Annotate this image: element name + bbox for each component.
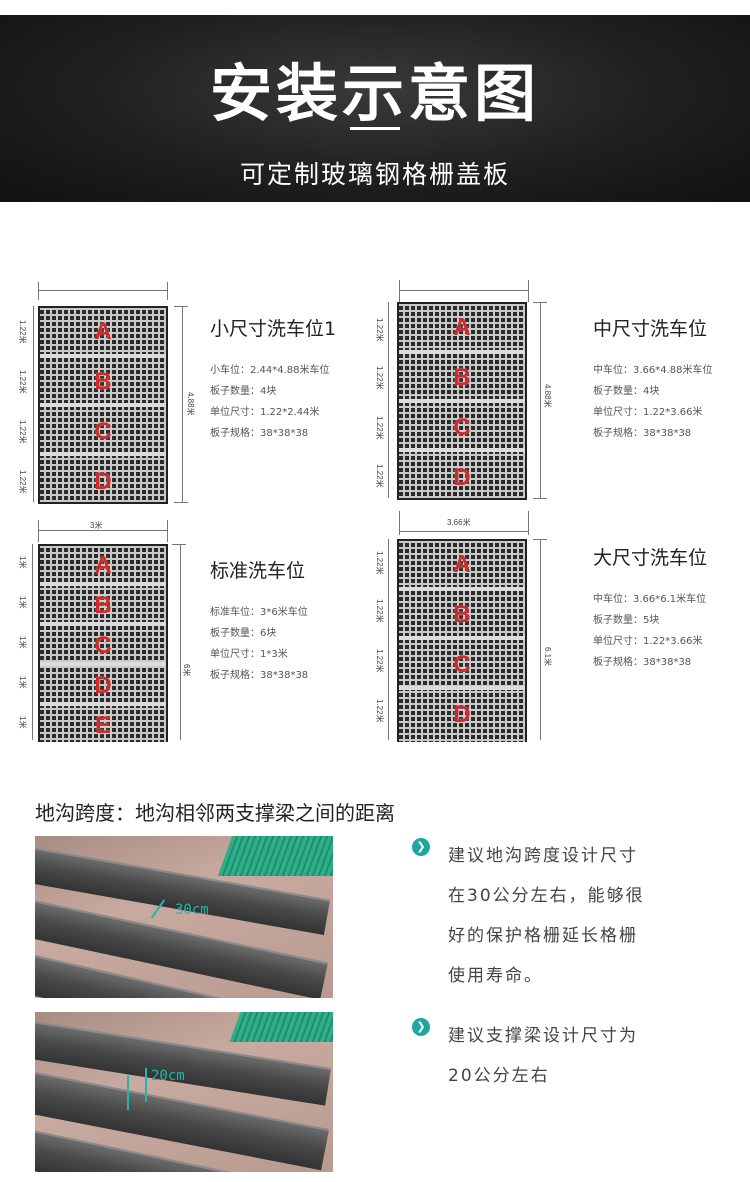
total-length-label: 4.88米 xyxy=(186,392,195,416)
beam-label: 20cm xyxy=(151,1068,185,1084)
total-length-label: 4.88米 xyxy=(543,384,552,408)
tip-line: 使用寿命。 xyxy=(448,966,543,986)
diagram-medium: 4.88米 1.22米 1.22米 1.22米 1.22米 A B C D 中尺… xyxy=(375,270,750,510)
diagram-small: 4.88米 1.22米 1.22米 1.22米 1.22米 A B C D 小尺… xyxy=(0,270,375,510)
title-divider xyxy=(350,127,400,130)
side-label: 1.22米 xyxy=(375,599,384,623)
side-label: 1.22米 xyxy=(18,370,27,394)
spec-line: 板子数量：6块 xyxy=(210,628,277,639)
tip-line: 在30公分左右，能够很 xyxy=(448,886,645,906)
side-label: 1.22米 xyxy=(375,464,384,488)
trench-photo-30cm: 30cm xyxy=(35,836,333,998)
panel-letter: D xyxy=(94,468,112,495)
spec-line: 板子规格：38*38*38 xyxy=(593,428,692,439)
header-banner: 安装示意图 可定制玻璃钢格栅盖板 xyxy=(0,15,750,202)
panel-letter: A xyxy=(453,314,471,341)
page-subtitle: 可定制玻璃钢格栅盖板 xyxy=(239,160,510,189)
side-label: 1米 xyxy=(18,596,27,609)
top-width-label: 3.66米 xyxy=(447,518,471,527)
diagram-heading: 中尺寸洗车位 xyxy=(593,318,708,340)
side-label: 1米 xyxy=(18,556,27,569)
side-label: 1.22米 xyxy=(375,416,384,440)
tip-line: 20公分左右 xyxy=(448,1066,550,1086)
grate-diagram: A B C D xyxy=(397,302,527,500)
panel-letter: B xyxy=(453,601,471,628)
spec-line: 小车位：2.44*4.88米车位 xyxy=(210,365,330,376)
panel-letter: D xyxy=(453,464,471,491)
top-width-label: 3米 xyxy=(90,521,103,530)
section-title: 地沟跨度：地沟相邻两支撑梁之间的距离 xyxy=(35,801,395,825)
side-label: 1米 xyxy=(18,676,27,689)
panel-letter: C xyxy=(94,632,112,659)
panel-letter: B xyxy=(94,592,112,619)
spec-line: 单位尺寸：1*3米 xyxy=(210,649,288,660)
spec-line: 单位尺寸：1.22*3.66米 xyxy=(593,636,703,647)
panel-letter: A xyxy=(94,552,112,579)
spec-line: 板子数量：5块 xyxy=(593,615,660,626)
spec-line: 板子数量：4块 xyxy=(593,386,660,397)
spec-line: 板子规格：38*38*38 xyxy=(593,657,692,668)
side-label: 1.22米 xyxy=(375,318,384,342)
chevron-right-icon: ❯ xyxy=(412,1018,430,1036)
grate-diagram: A B C D xyxy=(38,306,168,504)
diagram-info: 标准洗车位 标准车位：3*6米车位 板子数量：6块 单位尺寸：1*3米 板子规格… xyxy=(210,556,308,681)
total-length-label: 6.1米 xyxy=(543,647,552,667)
spec-line: 中车位：3.66*4.88米车位 xyxy=(593,365,713,376)
grate-diagram: A B C D xyxy=(397,539,527,742)
side-label: 1米 xyxy=(18,636,27,649)
tip-line: 好的保护格栅延长格栅 xyxy=(448,926,638,946)
side-label: 1.22米 xyxy=(18,470,27,494)
tip-beam: ❯ 建议支撑梁设计尺寸为 20公分左右 xyxy=(412,1016,742,1106)
tip-line: 建议地沟跨度设计尺寸 xyxy=(448,846,638,866)
tip-line: 建议支撑梁设计尺寸为 xyxy=(448,1026,638,1046)
spec-line: 单位尺寸：1.22*2.44米 xyxy=(210,407,320,418)
panel-letter: A xyxy=(94,318,112,345)
diagram-standard: 3米 6米 1米 1米 1米 1米 1米 A B C D E 标准洗车位 标准车… xyxy=(0,512,375,742)
side-label: 1.22米 xyxy=(375,699,384,723)
side-label: 1.22米 xyxy=(375,366,384,390)
spec-line: 板子规格：38*38*38 xyxy=(210,428,309,439)
panel-letter: C xyxy=(453,414,471,441)
tip-span: ❯ 建议地沟跨度设计尺寸 在30公分左右，能够很 好的保护格栅延长格栅 使用寿命… xyxy=(412,836,742,1006)
spec-line: 单位尺寸：1.22*3.66米 xyxy=(593,407,703,418)
side-label: 1.22米 xyxy=(18,320,27,344)
grate-diagram: A B C D E xyxy=(38,544,168,742)
diagram-heading: 标准洗车位 xyxy=(210,560,306,582)
side-label: 1.22米 xyxy=(375,551,384,575)
panel-letter: A xyxy=(453,551,471,578)
chevron-right-icon: ❯ xyxy=(412,838,430,856)
spec-line: 板子数量：4块 xyxy=(210,386,277,397)
span-label: 30cm xyxy=(175,902,209,918)
total-length-label: 6米 xyxy=(182,664,191,677)
diagram-heading: 大尺寸洗车位 xyxy=(593,547,708,569)
side-label: 1.22米 xyxy=(375,649,384,673)
panel-letter: E xyxy=(94,712,111,739)
diagram-info: 中尺寸洗车位 中车位：3.66*4.88米车位 板子数量：4块 单位尺寸：1.2… xyxy=(593,314,713,439)
diagram-info: 小尺寸洗车位1 小车位：2.44*4.88米车位 板子数量：4块 单位尺寸：1.… xyxy=(210,314,336,439)
panel-letter: C xyxy=(94,418,112,445)
diagram-heading: 小尺寸洗车位1 xyxy=(210,318,337,340)
spec-line: 中车位：3.66*6.1米车位 xyxy=(593,594,707,605)
panel-letter: B xyxy=(94,368,112,395)
trench-photo-20cm: 20cm xyxy=(35,1012,333,1172)
spec-line: 板子规格：38*38*38 xyxy=(210,670,309,681)
panel-letter: B xyxy=(453,364,471,391)
panel-letter: D xyxy=(453,701,471,728)
side-label: 1.22米 xyxy=(18,420,27,444)
page-title: 安装示意图 xyxy=(209,57,540,130)
panel-letter: D xyxy=(94,672,112,699)
diagram-info: 大尺寸洗车位 中车位：3.66*6.1米车位 板子数量：5块 单位尺寸：1.22… xyxy=(593,543,707,668)
panel-letter: C xyxy=(453,651,471,678)
side-label: 1米 xyxy=(18,716,27,729)
spec-line: 标准车位：3*6米车位 xyxy=(210,607,308,618)
diagram-large: 3.66米 6.1米 1.22米 1.22米 1.22米 1.22米 A B C… xyxy=(375,505,750,742)
